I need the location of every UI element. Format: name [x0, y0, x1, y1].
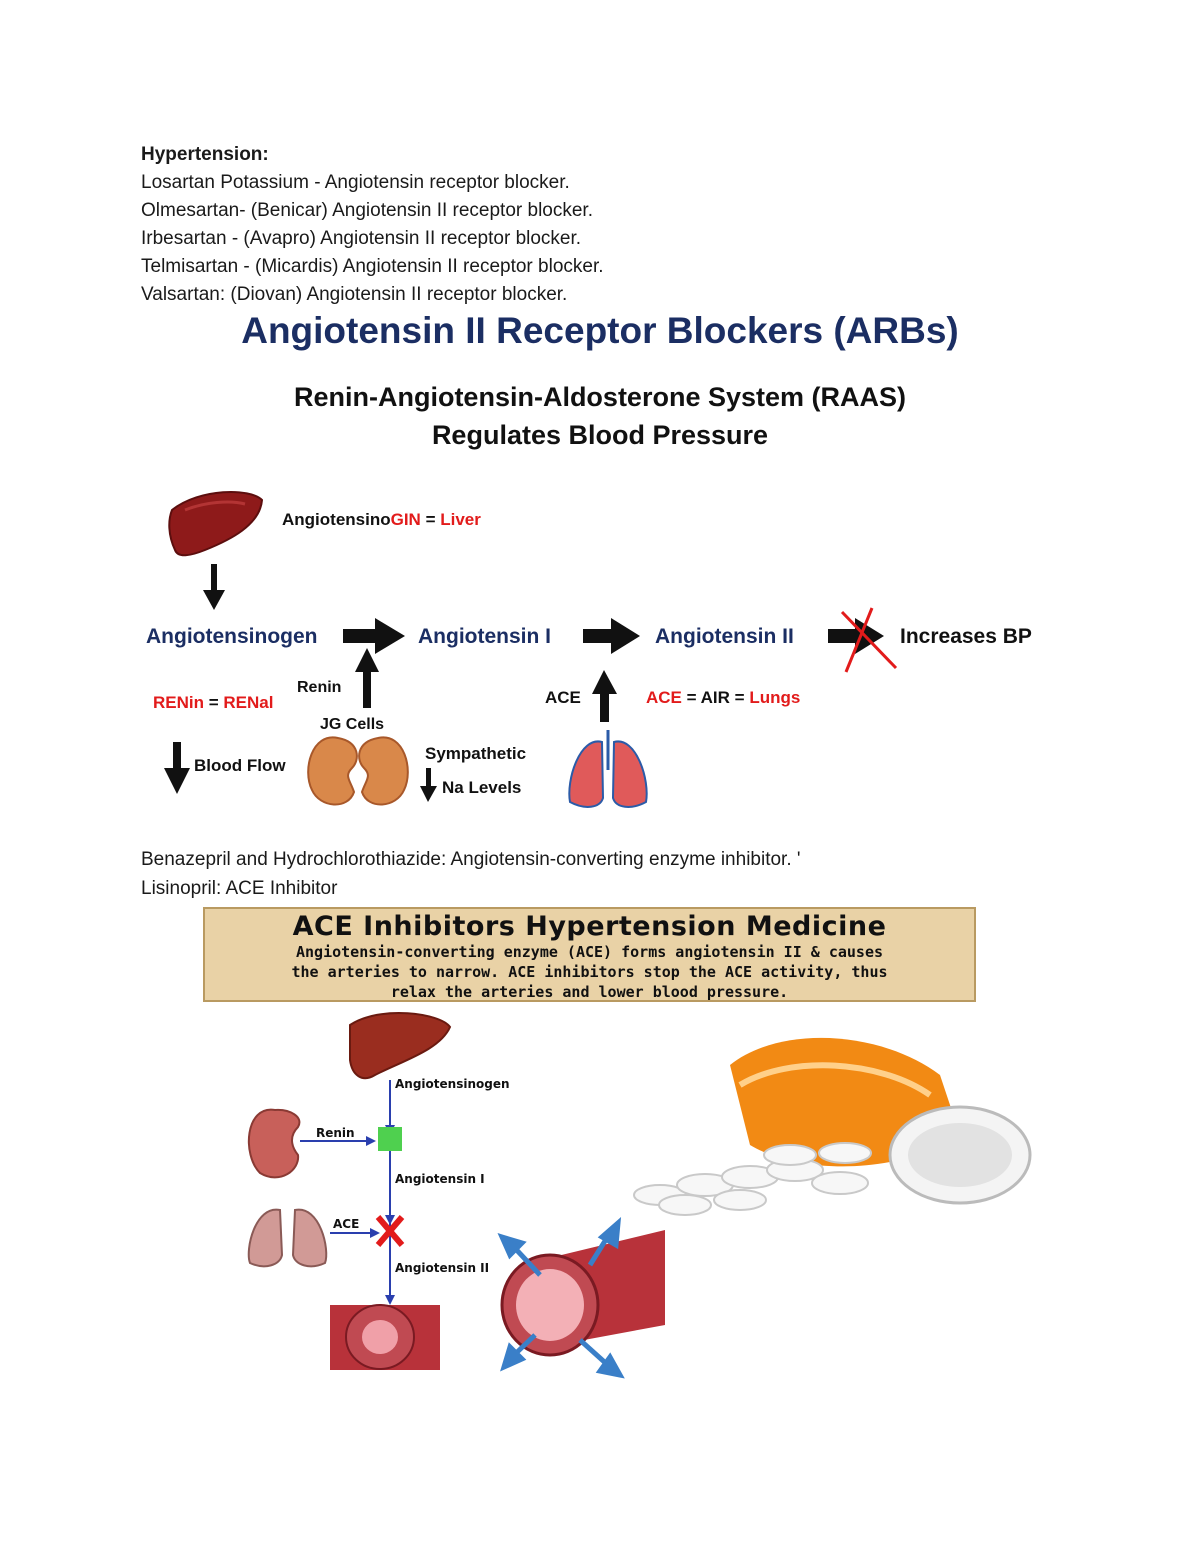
jg-cells-label: JG Cells [320, 716, 385, 733]
pills-icon [633, 1142, 872, 1216]
drug-line-olmesartan: Olmesartan- (Benicar) Angiotensin II rec… [141, 200, 593, 221]
artery-relaxed-icon [500, 1230, 665, 1357]
raas-diagram [164, 491, 898, 808]
benazepril-line: Benazepril and Hydrochlorothiazide: Angi… [141, 849, 801, 870]
sympathetic-label: Sympathetic [425, 744, 527, 763]
flow-angiotensin-2: Angiotensin II [655, 625, 794, 648]
ace-fig-renin: Renin [316, 1126, 355, 1140]
ace-banner-text-1: Angiotensin-converting enzyme (ACE) form… [296, 943, 883, 961]
kidney-icon [307, 736, 409, 806]
down-arrow-icon [164, 742, 190, 794]
artery-narrow-icon [330, 1304, 440, 1370]
ace-banner-title: ACE Inhibitors Hypertension Medicine [292, 911, 887, 942]
flow-increases-bp: Increases BP [900, 625, 1032, 648]
drug-line-losartan: Losartan Potassium - Angiotensin recepto… [141, 172, 570, 193]
renin-renal-note: RENin = RENal [153, 693, 274, 712]
right-arrow-icon [343, 618, 405, 654]
raas-subtitle: Renin-Angiotensin-Aldosterone System (RA… [293, 382, 907, 412]
ace-banner-text-2: the arteries to narrow. ACE inhibitors s… [291, 963, 888, 981]
up-arrow-icon [592, 670, 617, 722]
drug-line-irbesartan: Irbesartan - (Avapro) Angiotensin II rec… [141, 228, 582, 249]
ace-banner: ACE Inhibitors Hypertension Medicine Ang… [203, 907, 976, 1002]
right-arrow-icon [583, 618, 640, 654]
renin-marker [378, 1127, 402, 1151]
na-levels-label: Na Levels [442, 778, 522, 797]
pill-bottle-icon [730, 1037, 1032, 1205]
hypertension-heading: Hypertension: [141, 144, 269, 165]
ace-label: ACE [545, 688, 581, 707]
flow-angiotensinogen: Angiotensinogen [146, 625, 318, 648]
lungs-icon [247, 1208, 328, 1268]
right-arrow-icon [828, 618, 884, 654]
liver-icon [349, 1012, 452, 1080]
cross-icon [840, 607, 898, 673]
flow-angiotensin-1: Angiotensin I [418, 625, 551, 648]
ace-banner-text-3: relax the arteries and lower blood press… [390, 983, 789, 1001]
arb-title: Angiotensin II Receptor Blockers (ARBs) [241, 310, 959, 351]
liver-note: AngiotensinoGIN = Liver [282, 510, 481, 529]
renin-label: Renin [297, 679, 342, 696]
drug-line-telmisartan: Telmisartan - (Micardis) Angiotensin II … [141, 256, 604, 277]
blood-flow-label: Blood Flow [194, 756, 286, 775]
down-arrow-icon [420, 768, 437, 802]
lisinopril-line: Lisinopril: ACE Inhibitor [141, 878, 338, 899]
cross-icon [375, 1215, 405, 1247]
ace-fig-angiotensinogen: Angiotensinogen [395, 1077, 510, 1091]
up-arrow-icon [355, 648, 379, 708]
regulates-bp-subtitle: Regulates Blood Pressure [431, 420, 769, 450]
lungs-icon [568, 730, 648, 808]
down-arrow-icon [203, 564, 225, 610]
ace-fig-angiotensin-1: Angiotensin I [395, 1172, 485, 1186]
ace-air-note: ACE = AIR = Lungs [646, 688, 801, 707]
ace-fig-angiotensin-2: Angiotensin II [395, 1261, 490, 1275]
ace-fig-ace: ACE [333, 1217, 360, 1231]
ace-illustration [247, 1012, 1032, 1379]
liver-icon [168, 491, 264, 557]
drug-line-valsartan: Valsartan: (Diovan) Angiotensin II recep… [141, 284, 568, 305]
kidney-icon [247, 1108, 301, 1179]
expand-arrow-icon [497, 1217, 625, 1379]
